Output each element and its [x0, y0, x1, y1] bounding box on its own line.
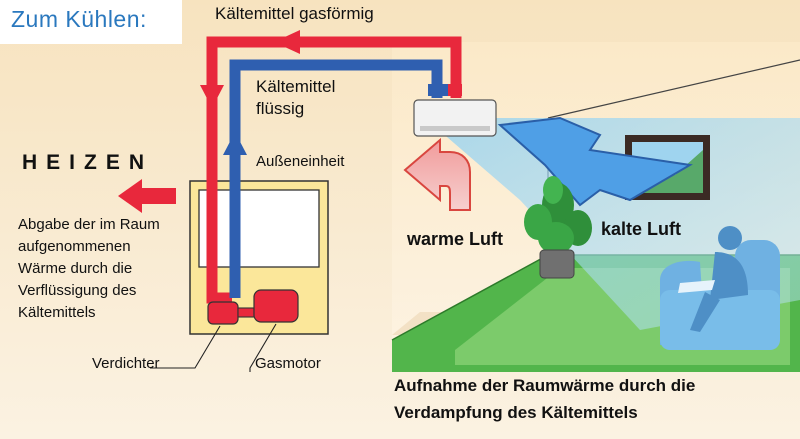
heat-release-line-4: Verflüssigung des	[18, 282, 137, 299]
heat-release-line-3: Wärme durch die	[18, 260, 133, 277]
person-armchair	[660, 226, 780, 350]
label-refrigerant-liquid-2: flüssig	[256, 99, 305, 118]
engine-leader	[249, 323, 277, 372]
label-compressor: Verdichter	[92, 355, 160, 372]
absorption-line-2: Verdampfung des Kältemittels	[394, 403, 638, 422]
compressor-engine	[207, 289, 299, 325]
label-warm-air: warme Luft	[407, 229, 504, 249]
potted-plant	[524, 176, 592, 279]
heat-release-line-2: aufgenommenen	[18, 238, 131, 255]
compressor-leader	[150, 325, 221, 369]
heat-release-line-1: Abgabe der im Raum	[18, 216, 160, 233]
title-box: Zum Kühlen:	[0, 0, 182, 44]
heat-release-line-5: Kältemittels	[18, 304, 96, 321]
label-refrigerant-gas: Kältemittel gasförmig	[215, 4, 374, 23]
warm-air-arrow	[403, 137, 471, 211]
compressor-body	[207, 301, 239, 325]
label-heizen: HEIZEN	[22, 151, 154, 174]
hot-gas-pipe	[206, 36, 462, 304]
label-cold-air: kalte Luft	[601, 219, 682, 239]
liquid-pipe	[229, 59, 443, 298]
gas-direction-arrow	[274, 30, 300, 54]
refrigerant-pipes	[206, 36, 462, 304]
liquid-pipe-up-arrow	[223, 132, 247, 155]
gas-engine-body	[253, 289, 299, 323]
heat-release-arrow	[118, 179, 176, 213]
label-refrigerant-liquid-1: Kältemittel	[256, 77, 336, 96]
room-ceiling-line	[547, 59, 800, 119]
indoor-ac-unit	[413, 99, 497, 137]
label-outdoor-unit: Außeneinheit	[256, 153, 345, 170]
heat-release-description: Abgabe der im Raum aufgenommenen Wärme d…	[18, 214, 160, 324]
absorption-line-1: Aufnahme der Raumwärme durch die	[394, 376, 696, 395]
page-title: Zum Kühlen:	[11, 6, 147, 32]
absorption-description: Aufnahme der Raumwärme durch die Verdamp…	[394, 372, 695, 426]
hot-pipe-down-arrow	[200, 85, 224, 108]
label-gas-engine: Gasmotor	[255, 355, 321, 372]
